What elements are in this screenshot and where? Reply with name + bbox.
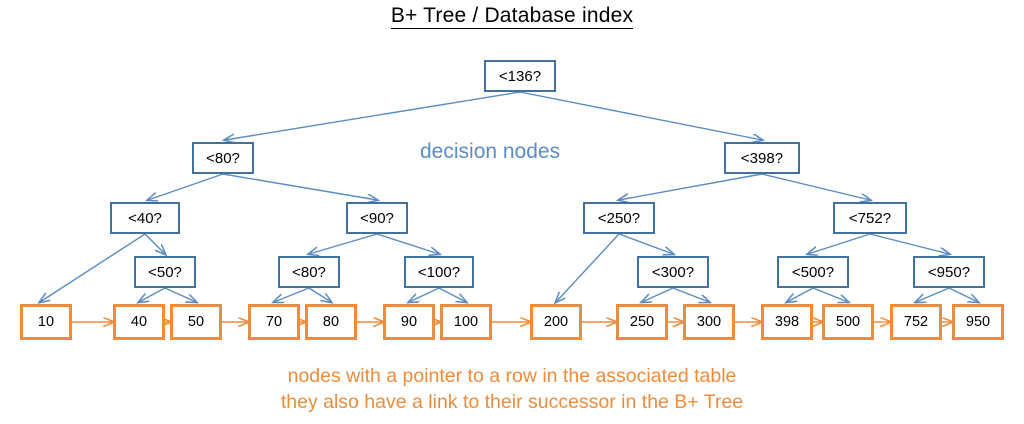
leaf-node-10[interactable]: 10 bbox=[20, 304, 72, 340]
edge bbox=[376, 233, 439, 254]
leaf-node-200-label: 200 bbox=[543, 314, 569, 330]
leaf-node-90-label: 90 bbox=[400, 314, 418, 330]
leaf-node-40[interactable]: 40 bbox=[113, 304, 165, 340]
edge bbox=[812, 287, 848, 302]
leaf-node-250[interactable]: 250 bbox=[616, 304, 668, 340]
decision-node-l4-0-label: <50? bbox=[148, 263, 182, 281]
leaf-node-752[interactable]: 752 bbox=[890, 304, 942, 340]
decision-node-l3-0-label: <40? bbox=[128, 209, 162, 227]
leaf-node-752-label: 752 bbox=[903, 314, 929, 330]
leaf-node-100-label: 100 bbox=[453, 314, 479, 330]
edge bbox=[309, 233, 378, 254]
edge bbox=[761, 173, 870, 200]
decision-nodes-label: decision nodes bbox=[420, 140, 561, 163]
decision-node-root-label: <136? bbox=[498, 67, 542, 85]
caption-line-2: they also have a link to their successor… bbox=[280, 391, 744, 413]
leaf-node-50[interactable]: 50 bbox=[170, 304, 222, 340]
decision-node-l3-3-label: <752? bbox=[848, 209, 892, 227]
decision-node-l2-1[interactable]: <398? bbox=[724, 142, 800, 174]
leaf-node-50-label: 50 bbox=[187, 314, 205, 330]
leaf-node-90[interactable]: 90 bbox=[383, 304, 435, 340]
decision-node-l4-1[interactable]: <80? bbox=[278, 256, 340, 288]
edge bbox=[164, 287, 196, 302]
decision-node-l3-2-label: <250? bbox=[597, 209, 641, 227]
decision-node-l4-2-label: <100? bbox=[417, 263, 461, 281]
leaf-node-500-label: 500 bbox=[835, 314, 861, 330]
decision-node-l4-4[interactable]: <500? bbox=[777, 256, 849, 288]
edge bbox=[618, 233, 673, 254]
decision-node-l4-2[interactable]: <100? bbox=[404, 256, 474, 288]
leaf-node-250-label: 250 bbox=[629, 314, 655, 330]
leaf-node-80[interactable]: 80 bbox=[305, 304, 357, 340]
decision-node-root[interactable]: <136? bbox=[484, 60, 556, 92]
decision-node-l4-5-label: <950? bbox=[927, 263, 971, 281]
leaf-node-70-label: 70 bbox=[265, 314, 283, 330]
edge bbox=[869, 233, 949, 254]
leaf-node-398-label: 398 bbox=[774, 314, 800, 330]
leaf-node-80-label: 80 bbox=[322, 314, 340, 330]
decision-node-l4-0[interactable]: <50? bbox=[134, 256, 196, 288]
leaf-node-500[interactable]: 500 bbox=[822, 304, 874, 340]
leaf-node-200[interactable]: 200 bbox=[530, 304, 582, 340]
edge bbox=[948, 287, 978, 302]
decision-node-l3-1-label: <90? bbox=[360, 209, 394, 227]
edge bbox=[916, 287, 950, 302]
edge bbox=[274, 287, 310, 302]
edge bbox=[144, 233, 165, 254]
edge bbox=[438, 287, 466, 302]
decision-node-l2-1-label: <398? bbox=[740, 149, 784, 167]
edge bbox=[139, 287, 166, 302]
decision-node-l4-3[interactable]: <300? bbox=[637, 256, 709, 288]
caption-line-1: nodes with a pointer to a row in the ass… bbox=[287, 365, 737, 387]
leaf-node-300[interactable]: 300 bbox=[683, 304, 735, 340]
decision-node-l3-0[interactable]: <40? bbox=[110, 202, 180, 234]
leaf-node-100[interactable]: 100 bbox=[440, 304, 492, 340]
decision-node-l4-1-label: <80? bbox=[292, 263, 326, 281]
edge bbox=[222, 173, 377, 200]
leaf-node-300-label: 300 bbox=[696, 314, 722, 330]
leaf-node-10-label: 10 bbox=[37, 314, 55, 330]
leaf-node-398[interactable]: 398 bbox=[761, 304, 813, 340]
decision-node-l3-1[interactable]: <90? bbox=[346, 202, 408, 234]
edge bbox=[308, 287, 331, 302]
edge bbox=[787, 287, 814, 302]
leaf-node-40-label: 40 bbox=[130, 314, 148, 330]
decision-node-l2-0[interactable]: <80? bbox=[192, 142, 254, 174]
leaf-node-950-label: 950 bbox=[965, 314, 991, 330]
decision-node-l4-3-label: <300? bbox=[651, 263, 695, 281]
edge bbox=[672, 287, 709, 302]
edge bbox=[642, 287, 674, 302]
decision-node-l4-4-label: <500? bbox=[791, 263, 835, 281]
leaf-node-70[interactable]: 70 bbox=[248, 304, 300, 340]
decision-node-l2-0-label: <80? bbox=[206, 149, 240, 167]
leaf-node-950[interactable]: 950 bbox=[952, 304, 1004, 340]
edge bbox=[556, 233, 620, 302]
edge bbox=[40, 233, 146, 302]
page-title-text: B+ Tree / Database index bbox=[390, 4, 634, 29]
edge bbox=[409, 287, 440, 302]
decision-node-l3-3[interactable]: <752? bbox=[833, 202, 907, 234]
edge bbox=[225, 91, 521, 140]
decision-node-l4-5[interactable]: <950? bbox=[913, 256, 985, 288]
edge bbox=[808, 233, 871, 254]
edge bbox=[619, 173, 763, 200]
page-title: B+ Tree / Database index bbox=[0, 4, 1024, 29]
decision-node-l3-2[interactable]: <250? bbox=[583, 202, 655, 234]
edge bbox=[148, 173, 224, 200]
edge bbox=[519, 91, 762, 140]
